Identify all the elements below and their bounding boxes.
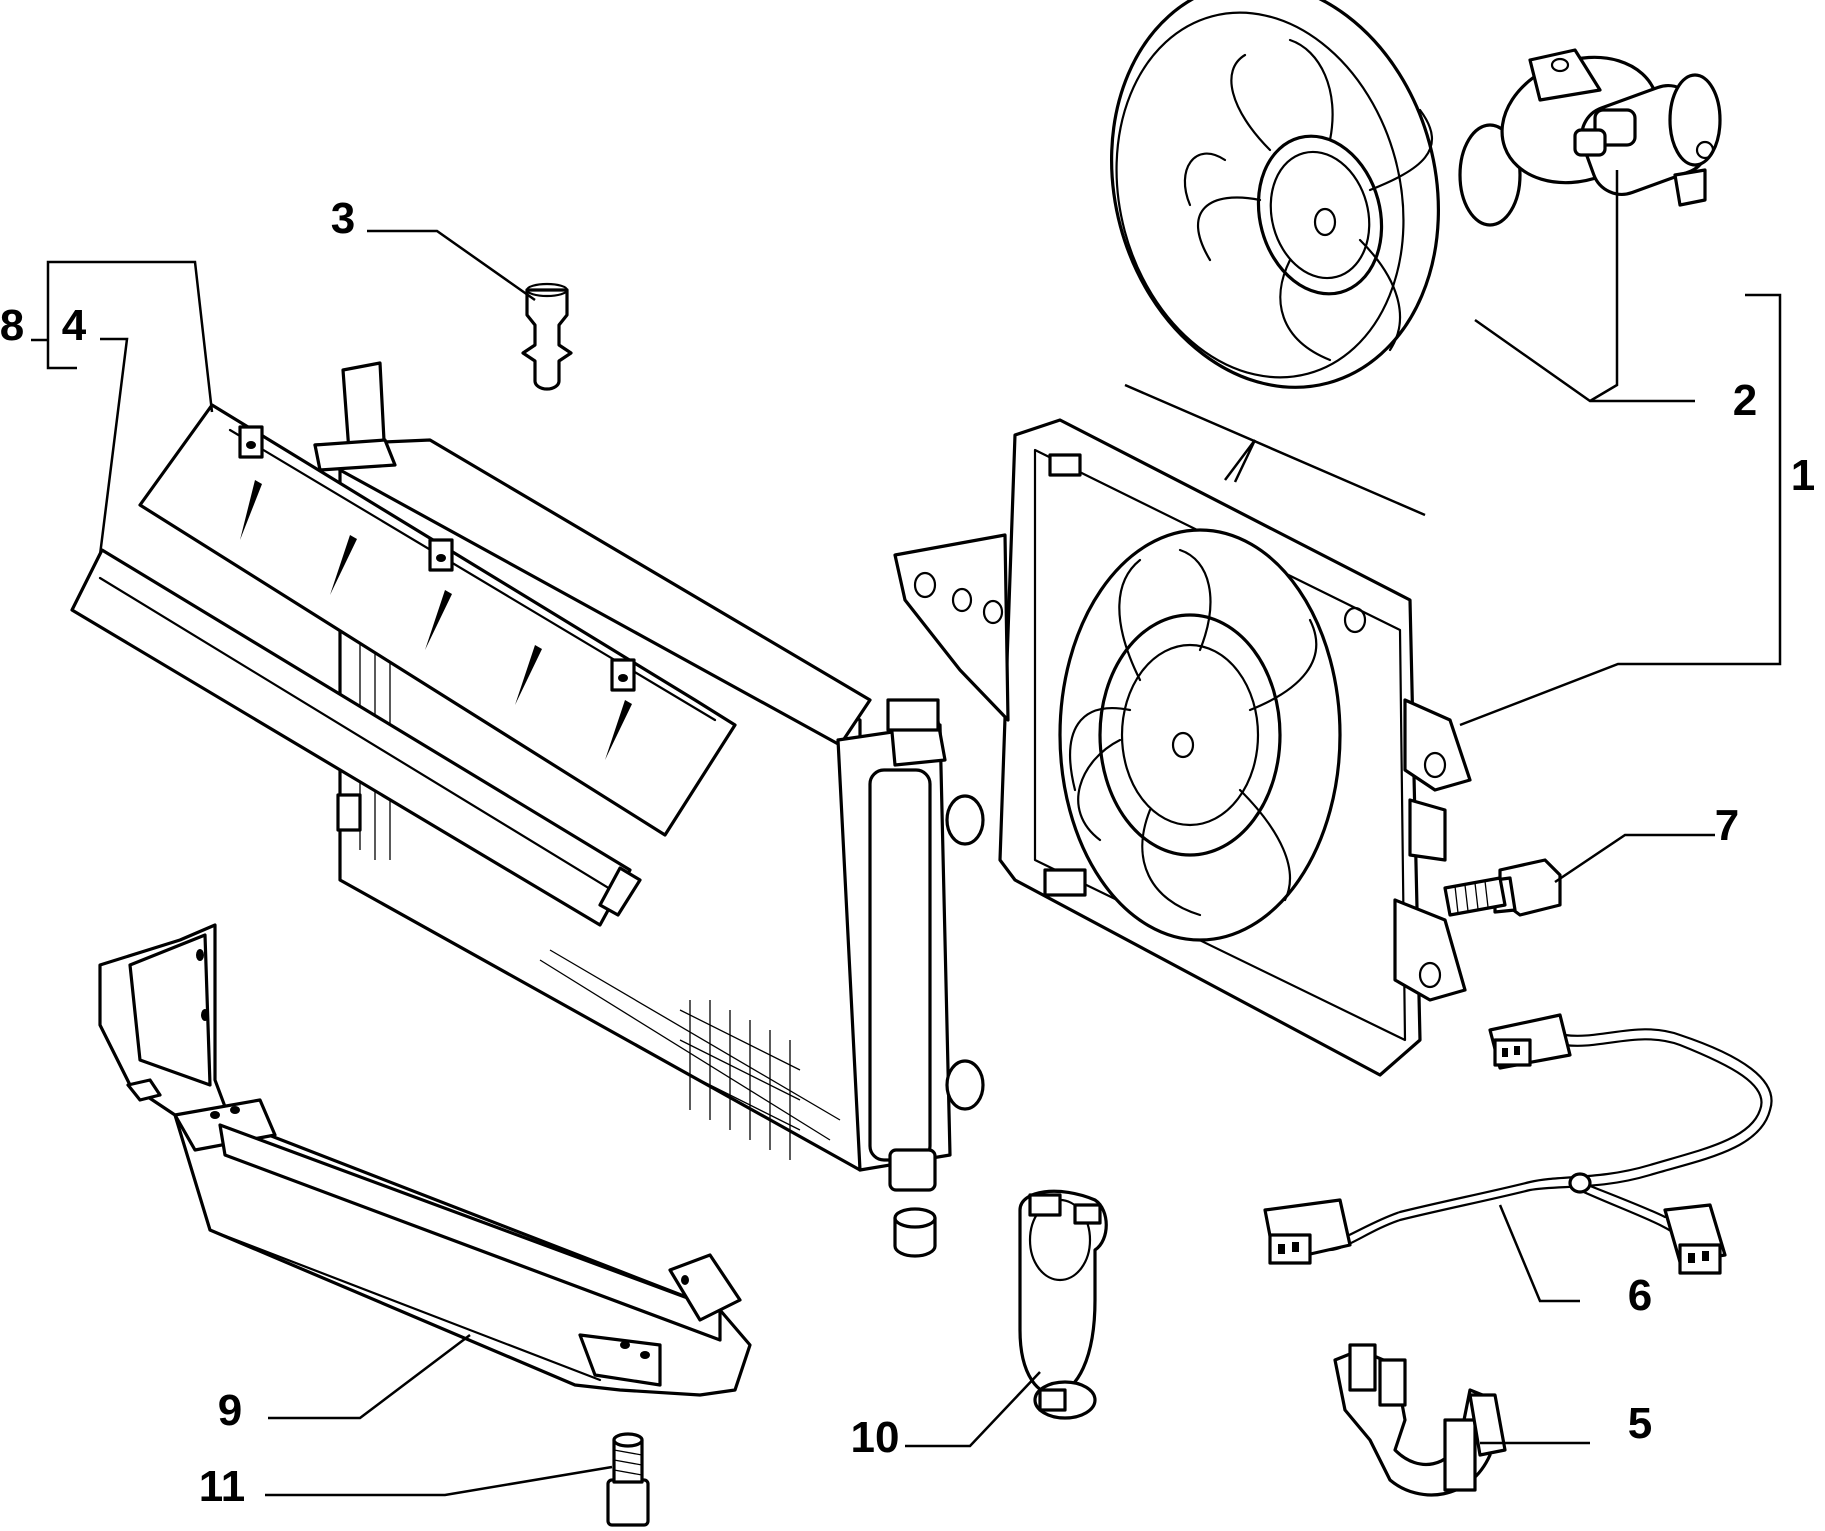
bolt-7	[1443, 858, 1562, 917]
lower-bracket	[98, 923, 752, 1397]
callout-1: 1	[1791, 451, 1815, 500]
callout-8: 8	[0, 301, 24, 350]
callout-6: 6	[1628, 1271, 1652, 1320]
fan-shroud	[893, 383, 1472, 1077]
wiring-harness	[1263, 1013, 1773, 1275]
clip-5	[1333, 1343, 1507, 1497]
push-clip	[521, 282, 573, 391]
fan-motor	[1500, 48, 1722, 207]
callout-5: 5	[1628, 1399, 1652, 1448]
callout-4: 4	[62, 301, 87, 350]
bolt-11	[606, 1432, 650, 1527]
callout-11: 11	[199, 1462, 246, 1511]
callouts: 1 2 3 4 5 6 7 8 9 10 11	[0, 194, 1815, 1511]
callout-10: 10	[851, 1413, 900, 1462]
fan-blade	[1109, 0, 1522, 389]
callout-7: 7	[1715, 801, 1739, 850]
callout-9: 9	[218, 1386, 242, 1435]
callout-3: 3	[331, 194, 355, 243]
hose-clamp-10	[1018, 1189, 1108, 1420]
air-deflector-assembly	[70, 403, 737, 927]
leader-lines	[31, 170, 1782, 1497]
callout-2: 2	[1733, 376, 1757, 425]
